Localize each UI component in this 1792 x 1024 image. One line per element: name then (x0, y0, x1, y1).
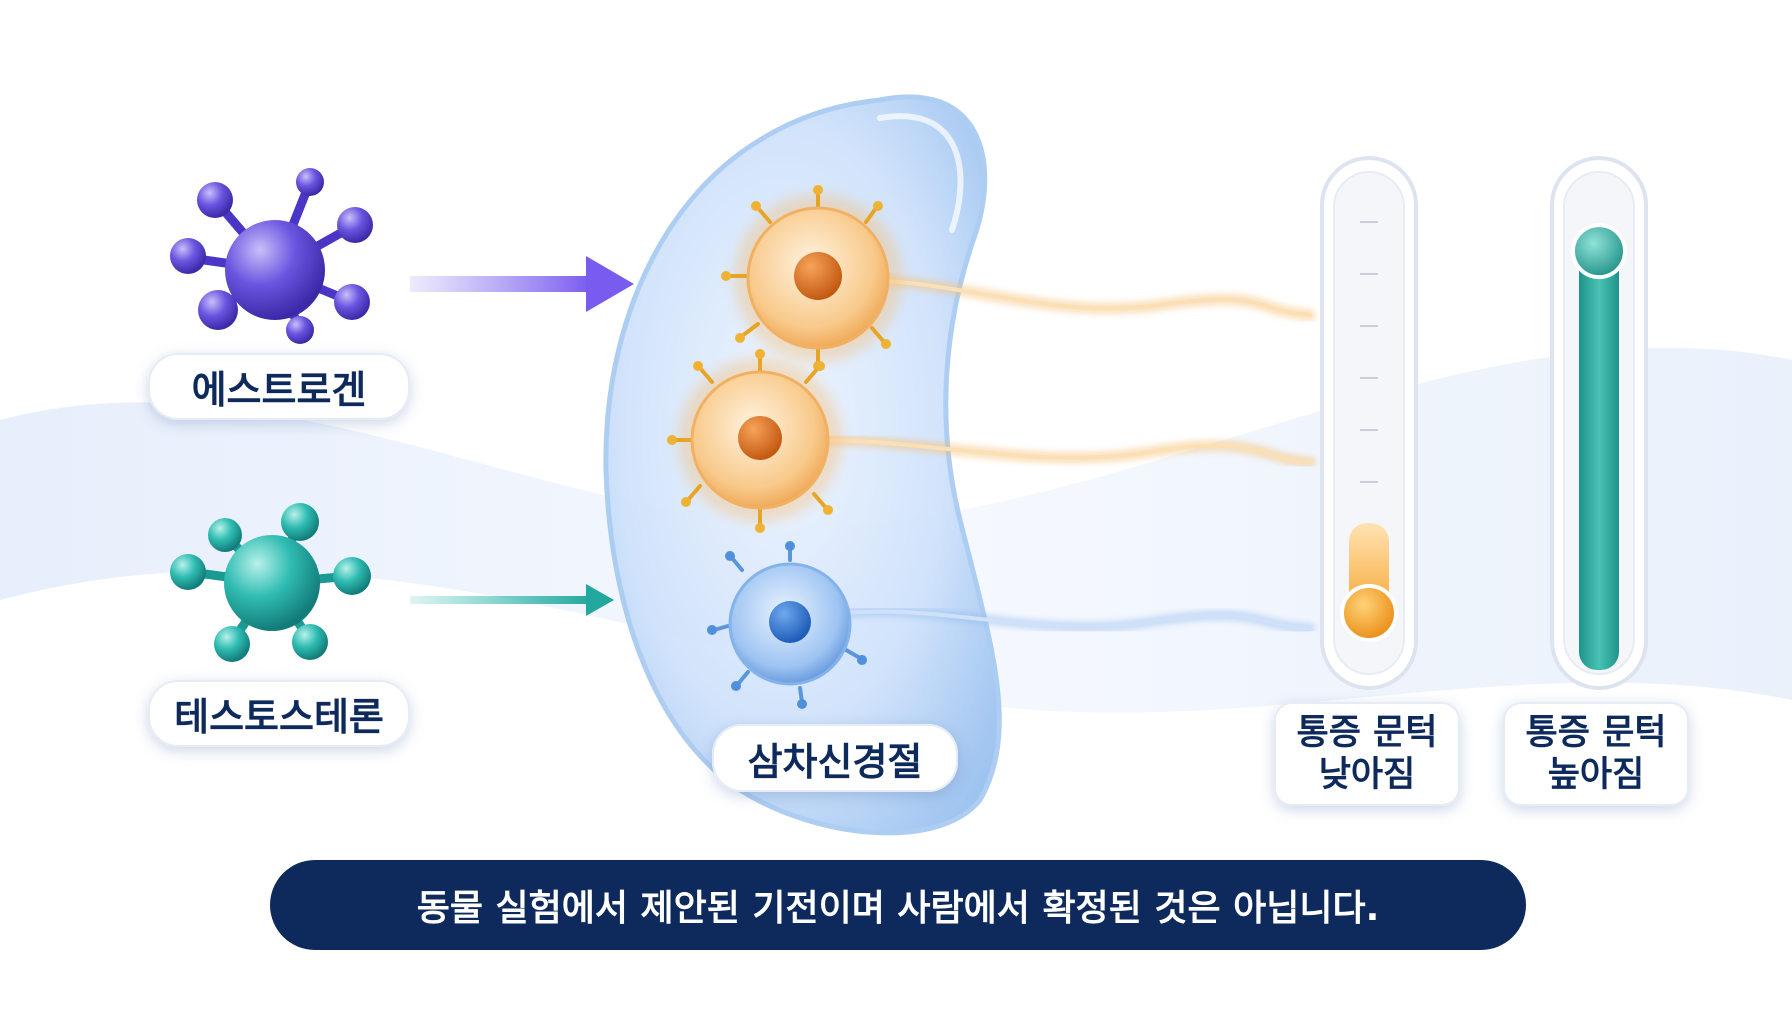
high-threshold-label: 통증 문턱 높아짐 (1503, 702, 1689, 806)
estrogen-molecule-icon (170, 168, 373, 344)
testosterone-molecule-icon (170, 503, 371, 662)
resting-neuron (707, 541, 867, 709)
footnote-text: 동물 실험에서 제안된 기전이며 사람에서 확정된 것은 아닙니다. (416, 888, 1380, 929)
activated-neuron-2 (667, 349, 842, 533)
nerve-fibers (814, 274, 1316, 633)
testosterone-arrow (410, 584, 614, 616)
activated-neuron-1 (721, 185, 902, 371)
low-gauge-knob (1340, 584, 1398, 642)
low-threshold-gauge (1320, 156, 1418, 690)
footnote-banner: 동물 실험에서 제안된 기전이며 사람에서 확정된 것은 아닙니다. (270, 860, 1526, 950)
low-threshold-label: 통증 문턱 낮아짐 (1274, 702, 1460, 806)
estrogen-label: 에스트로겐 (148, 353, 410, 420)
testosterone-label: 테스토스테론 (148, 680, 410, 747)
high-gauge-fill (1579, 251, 1619, 670)
ganglion-label: 삼차신경절 (712, 724, 958, 792)
high-threshold-gauge (1550, 156, 1648, 690)
estrogen-arrow (410, 256, 634, 312)
high-gauge-knob (1571, 223, 1627, 280)
